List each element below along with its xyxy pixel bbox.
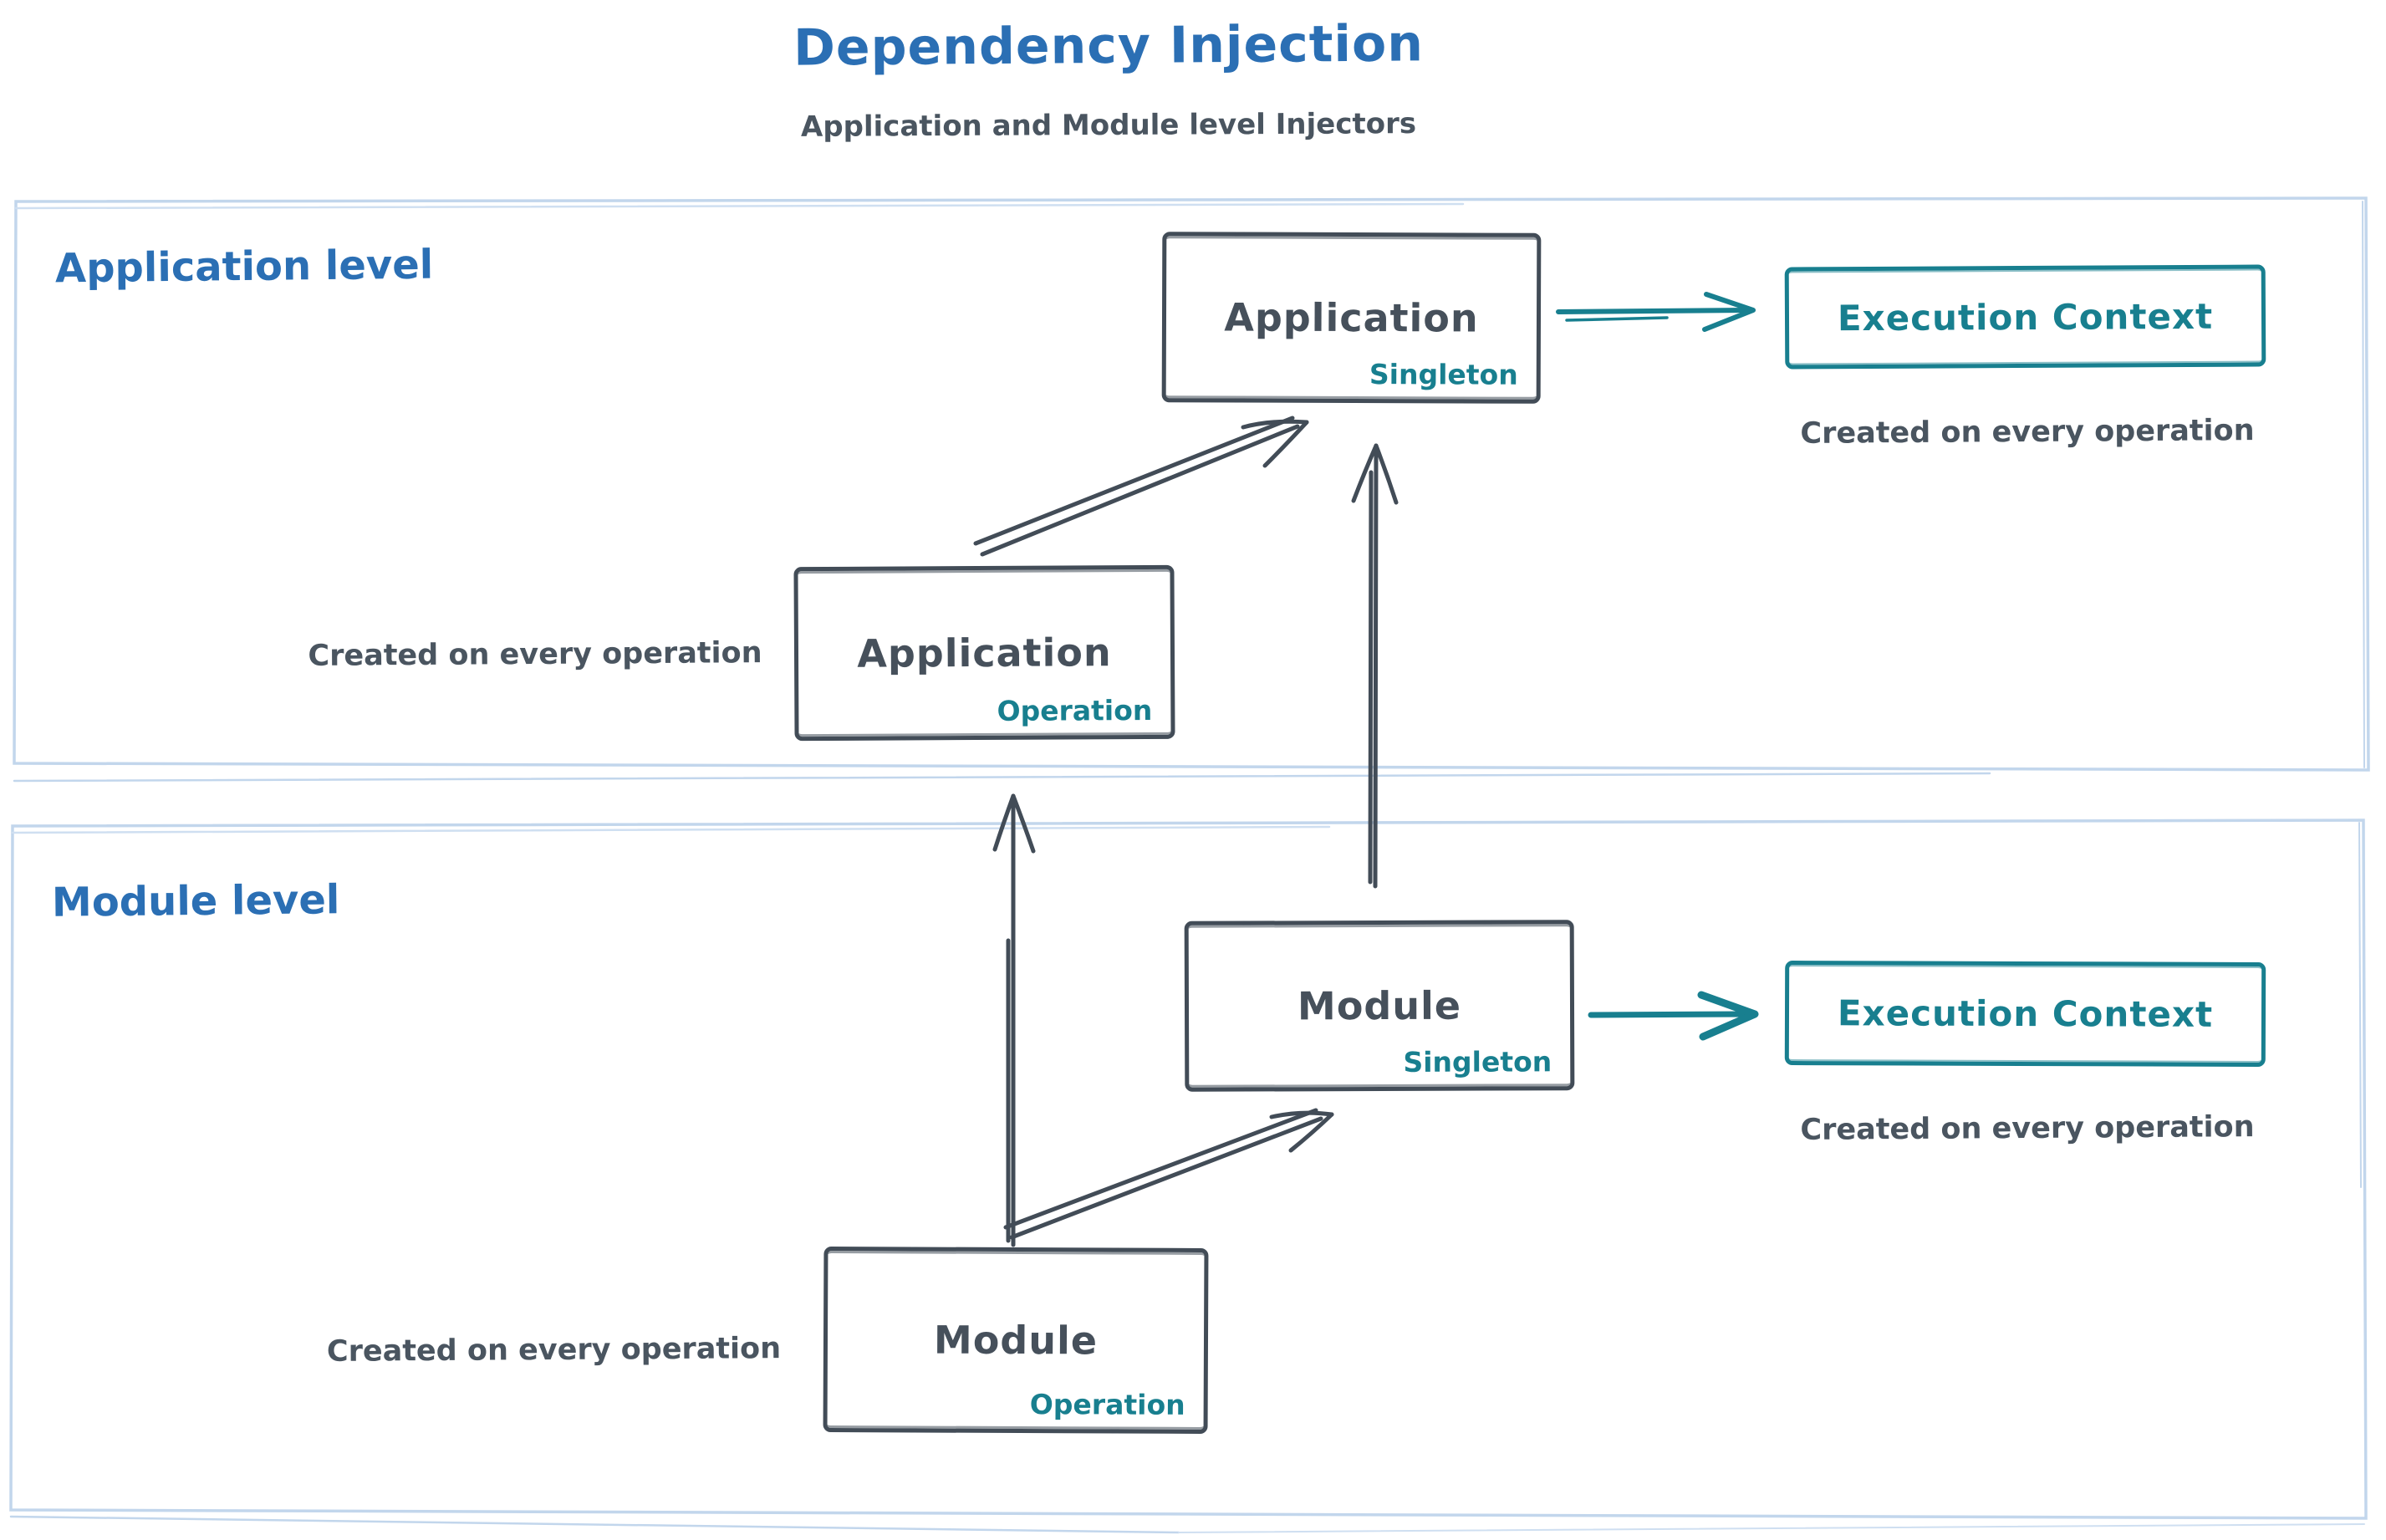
app-singleton-box: Application Singleton xyxy=(1161,232,1542,404)
arrow-module-singleton-to-execution-context xyxy=(1588,991,1759,1041)
module-singleton-tag: Singleton xyxy=(1403,1045,1552,1079)
arrow-module-singleton-to-app-singleton xyxy=(1351,443,1399,889)
execution-context-module-title: Execution Context xyxy=(1837,992,2214,1035)
app-singleton-tag: Singleton xyxy=(1369,358,1518,391)
module-operation-tag: Operation xyxy=(1029,1388,1185,1421)
app-operation-caption: Created on every operation xyxy=(308,636,762,673)
module-level-label: Module level xyxy=(51,876,340,926)
app-singleton-title: Application xyxy=(1224,294,1479,341)
arrow-app-operation-to-app-singleton xyxy=(973,416,1309,557)
module-operation-box: Module Operation xyxy=(823,1246,1209,1435)
arrow-module-operation-to-app-operation xyxy=(992,793,1036,1247)
execution-context-module-caption: Created on every operation xyxy=(1800,1110,2255,1147)
execution-context-module-box: Execution Context xyxy=(1784,960,2266,1068)
module-level-container-border xyxy=(9,818,2368,1534)
module-singleton-title: Module xyxy=(1297,982,1462,1029)
app-operation-title: Application xyxy=(857,630,1112,676)
app-operation-box: Application Operation xyxy=(793,564,1175,742)
application-level-label: Application level xyxy=(54,241,434,293)
execution-context-app-title: Execution Context xyxy=(1837,295,2214,339)
arrow-module-operation-to-module-singleton xyxy=(1003,1108,1334,1240)
module-operation-title: Module xyxy=(933,1317,1099,1364)
page-title: Dependency Injection xyxy=(793,14,1425,78)
page-subtitle: Application and Module level Injectors xyxy=(800,107,1417,144)
module-singleton-box: Module Singleton xyxy=(1184,920,1575,1092)
execution-context-app-caption: Created on every operation xyxy=(1800,414,2255,451)
module-operation-caption: Created on every operation xyxy=(326,1332,782,1369)
execution-context-app-box: Execution Context xyxy=(1784,264,2266,370)
application-level-container-border xyxy=(13,196,2370,783)
app-operation-tag: Operation xyxy=(997,693,1153,727)
arrow-app-singleton-to-execution-context xyxy=(1556,292,1756,332)
